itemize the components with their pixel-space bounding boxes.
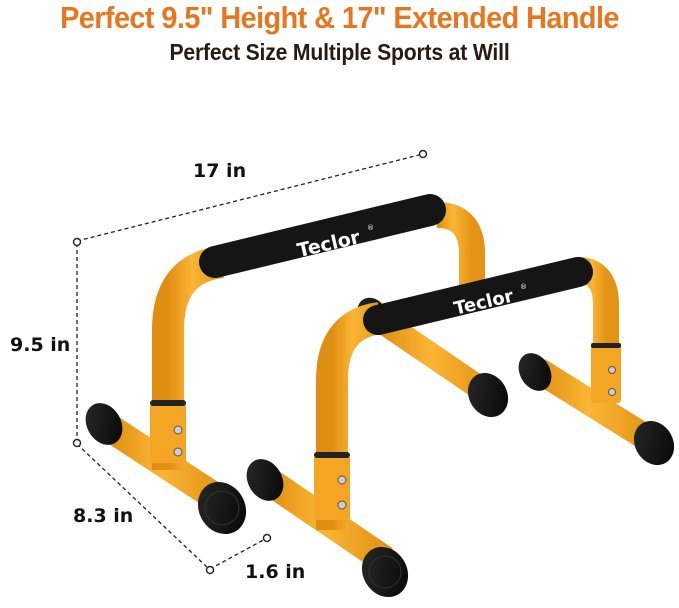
dimension-tube-label: 1.6 in [245, 561, 306, 583]
dimension-endpoints [72, 149, 428, 575]
front-parallette: Teclor ® [246, 257, 675, 598]
svg-text:®: ® [520, 283, 527, 291]
length-line [76, 153, 424, 242]
svg-text:®: ® [367, 224, 374, 232]
dimension-length-label: 17 in [193, 160, 247, 182]
dimension-height-label: 9.5 in [10, 334, 71, 356]
headline: Perfect 9.5" Height & 17" Extended Handl… [60, 0, 619, 35]
dimension-lines [76, 153, 424, 570]
base-line [76, 443, 210, 570]
tube-line [209, 537, 268, 570]
subheadline: Perfect Size Multiple Sports at Will [169, 39, 510, 65]
dimension-base-label: 8.3 in [73, 505, 134, 527]
